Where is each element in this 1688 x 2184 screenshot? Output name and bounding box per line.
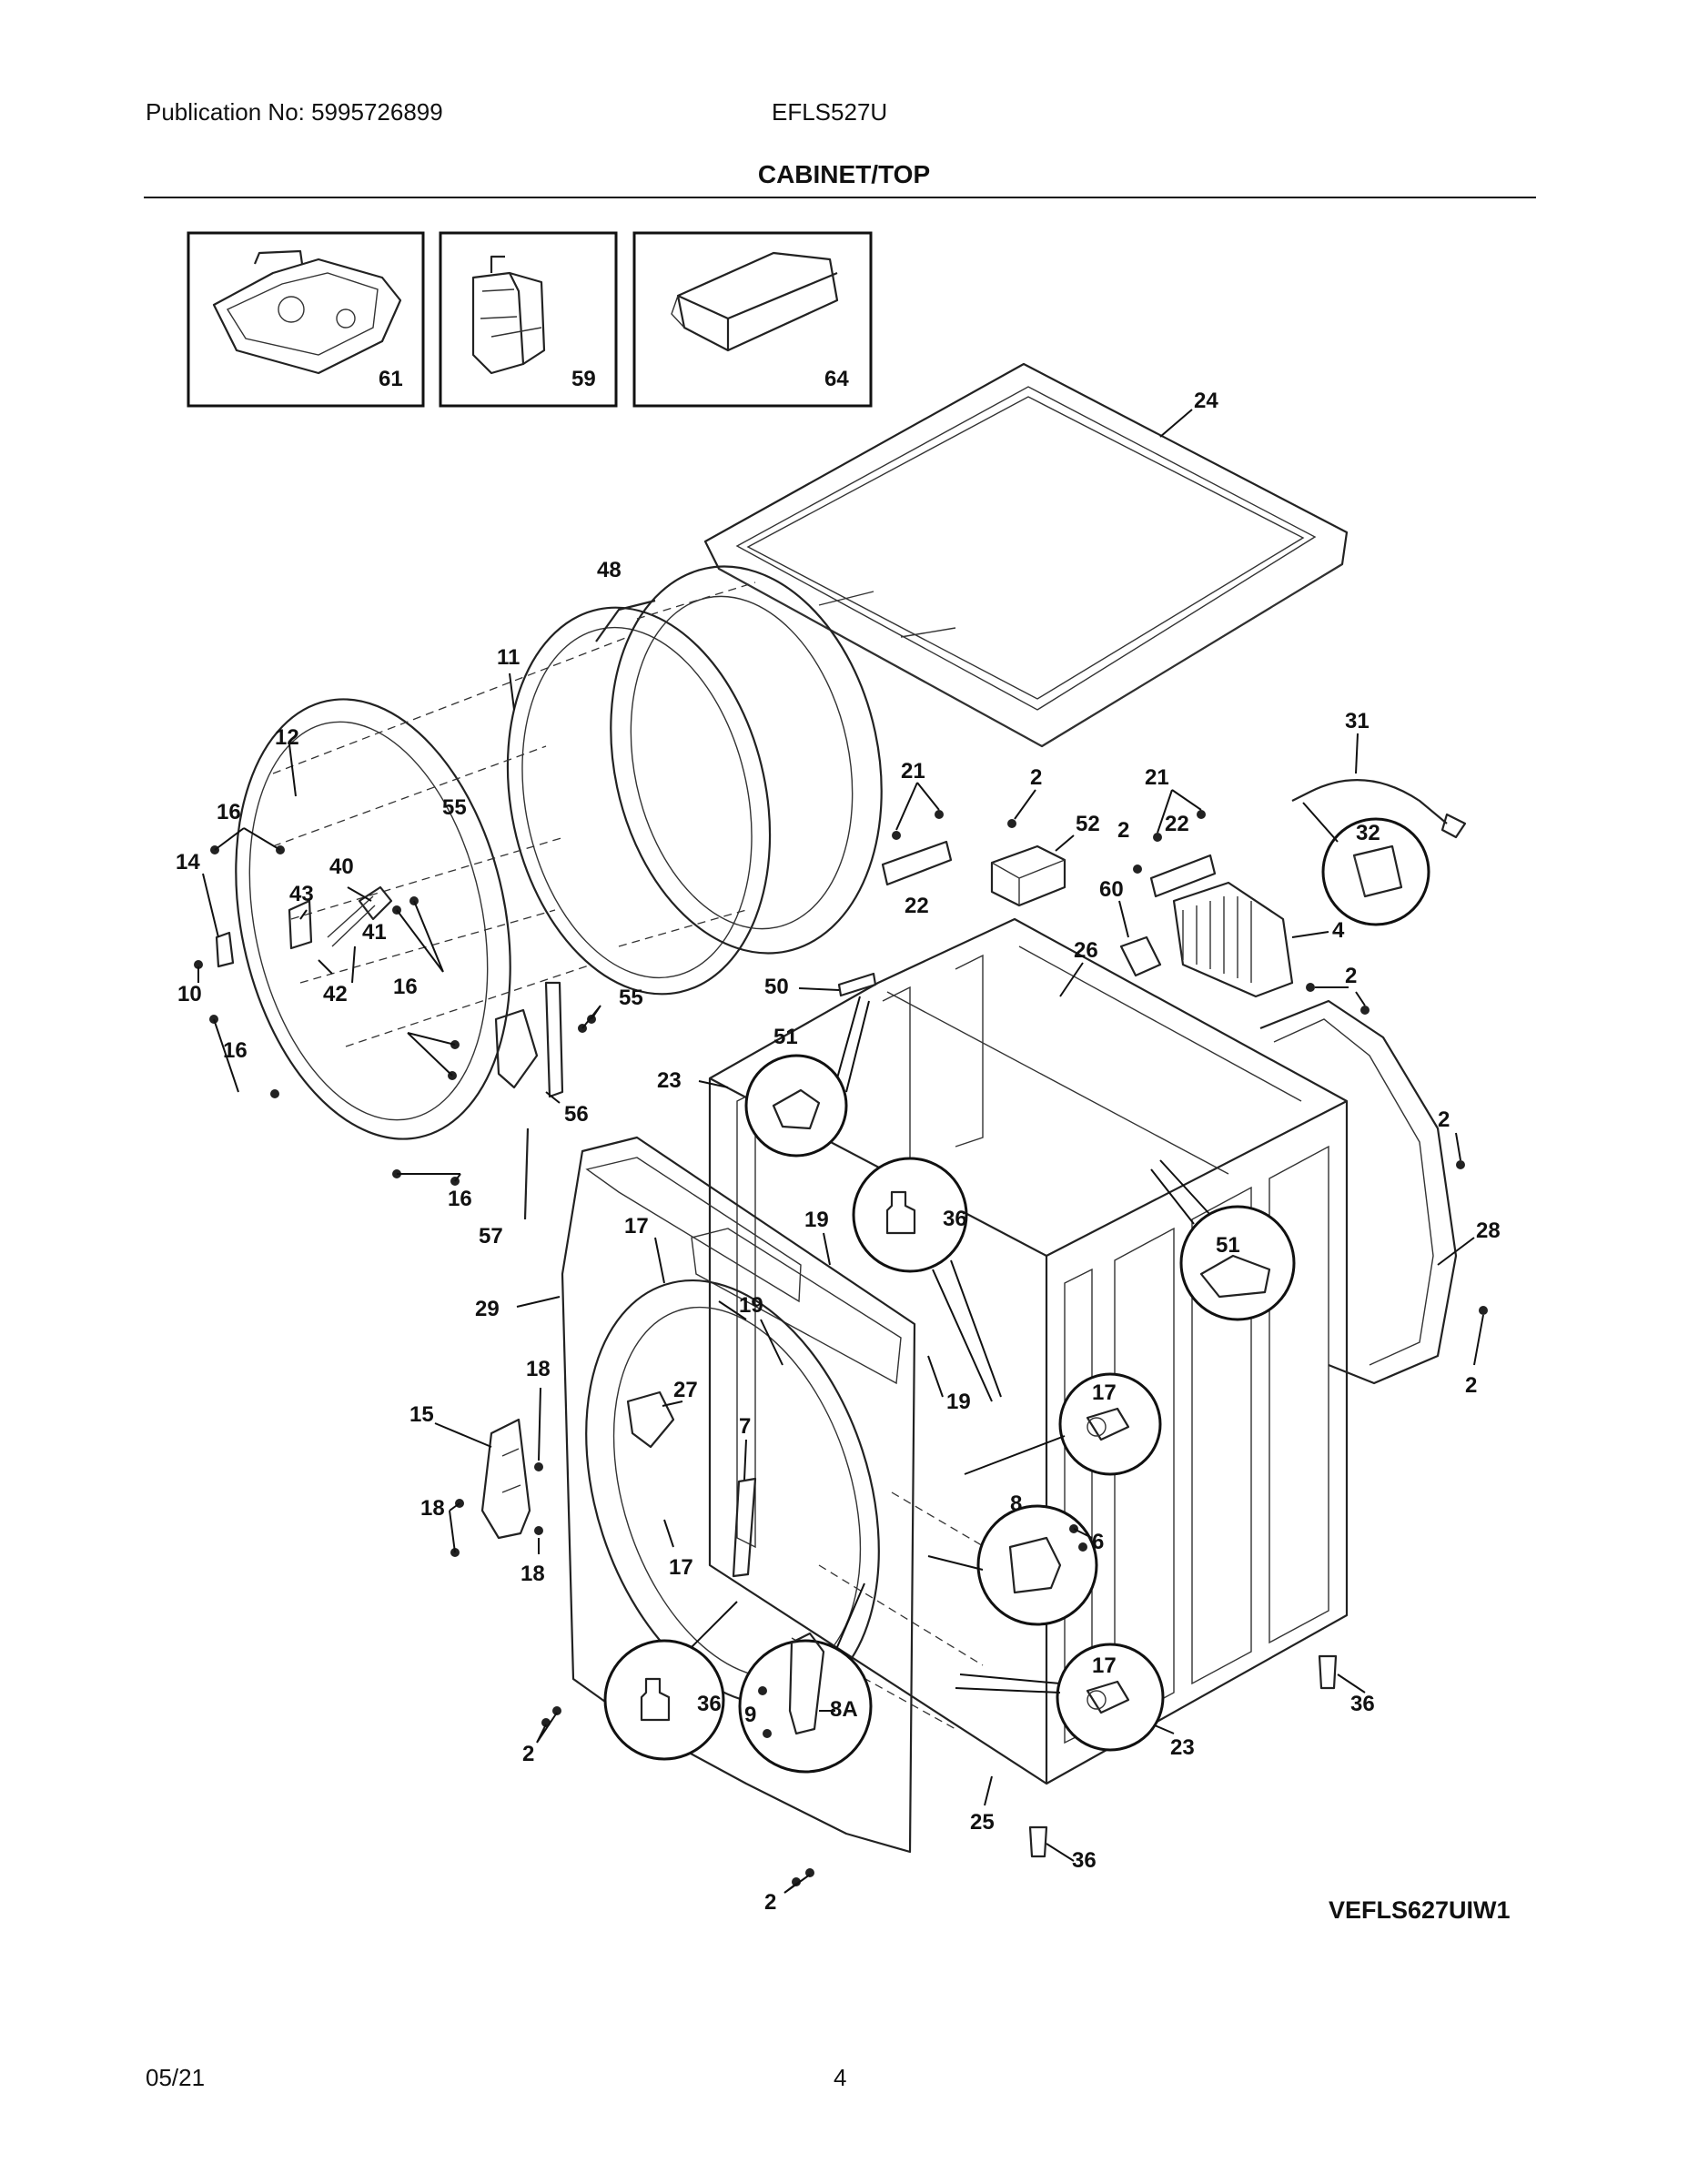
- callout-32: 32: [1356, 821, 1380, 845]
- zoom-9-8A: 9 8A: [738, 1582, 873, 1774]
- callout-7: 7: [739, 1414, 751, 1439]
- inset-label: 59: [571, 367, 596, 391]
- inset-59: 59: [439, 231, 618, 408]
- callout-42: 42: [323, 982, 348, 1006]
- publication-number: Publication No: 5995726899: [146, 98, 443, 126]
- callout-11: 11: [497, 645, 520, 670]
- zoom-8-6: 8 6: [927, 1491, 1104, 1626]
- callout-2: 2: [1465, 1373, 1477, 1398]
- callout-19: 19: [946, 1390, 971, 1414]
- callout-17: 17: [624, 1214, 649, 1239]
- callout-2: 2: [1030, 765, 1042, 790]
- callout-57: 57: [479, 1224, 503, 1249]
- callout-29: 29: [475, 1297, 500, 1321]
- callout-8A: 8A: [830, 1697, 858, 1722]
- callout-36: 36: [1350, 1692, 1375, 1716]
- callout-4: 4: [1332, 918, 1345, 943]
- top-panel: 24: [703, 362, 1349, 748]
- callout-14: 14: [176, 850, 200, 875]
- callout-2: 2: [522, 1742, 534, 1766]
- callout-56: 56: [564, 1102, 589, 1127]
- callout-12: 12: [275, 725, 299, 750]
- callout-16: 16: [217, 800, 241, 824]
- inset-64: 64: [632, 231, 873, 408]
- zoom-17-upper: 17: [964, 1372, 1162, 1476]
- zoom-17-lower: 17: [955, 1643, 1165, 1752]
- callout-36: 36: [943, 1207, 967, 1231]
- callout-27: 27: [673, 1378, 698, 1402]
- callout-17: 17: [1092, 1380, 1117, 1405]
- page-number: 4: [834, 2064, 847, 2091]
- callout-16: 16: [223, 1038, 248, 1063]
- callout-18: 18: [526, 1357, 551, 1381]
- hinge-bracket: 15 18 18 18: [409, 1357, 551, 1586]
- inset-61: 61: [187, 231, 425, 408]
- callout-21: 21: [901, 759, 925, 784]
- callout-55: 55: [442, 795, 467, 820]
- zoom-36-bottom: 36: [603, 1601, 738, 1761]
- callout-23: 23: [657, 1068, 682, 1093]
- callout-22: 22: [1165, 812, 1189, 836]
- callout-43: 43: [289, 882, 314, 906]
- zoom-32: 32: [1302, 802, 1430, 926]
- callout-16: 16: [448, 1187, 472, 1211]
- callout-40: 40: [329, 854, 354, 879]
- callout-18: 18: [521, 1562, 545, 1586]
- door-screws: [194, 845, 596, 1186]
- callout-17: 17: [669, 1555, 693, 1580]
- callout-19: 19: [804, 1208, 829, 1232]
- callout-23: 23: [1170, 1735, 1195, 1760]
- callout-10: 10: [177, 982, 202, 1006]
- zoom-51-left: 51: [744, 996, 870, 1158]
- callout-21: 21: [1145, 765, 1169, 790]
- callout-2: 2: [764, 1890, 776, 1915]
- callout-2: 2: [1438, 1107, 1450, 1132]
- callout-18: 18: [420, 1496, 445, 1521]
- callout-51: 51: [1216, 1233, 1240, 1258]
- rear-panel: 28: [1259, 999, 1501, 1385]
- callout-2: 2: [1117, 818, 1129, 843]
- callout-9: 9: [744, 1703, 756, 1727]
- callout-51: 51: [773, 1025, 798, 1049]
- callout-60: 60: [1099, 877, 1124, 902]
- callout-16: 16: [393, 975, 418, 999]
- callout-22: 22: [905, 894, 929, 918]
- callout-48: 48: [597, 558, 622, 582]
- loose-screws: 2 2 2 2: [522, 1107, 1488, 1915]
- inset-label: 64: [824, 367, 849, 391]
- cabinet: 26 23 23 25 36 36: [657, 917, 1375, 1873]
- inset-label: 61: [379, 367, 403, 391]
- callout-50: 50: [764, 975, 789, 999]
- callout-17: 17: [1092, 1653, 1117, 1678]
- callout-26: 26: [1074, 938, 1098, 963]
- callout-55: 55: [619, 986, 643, 1010]
- footer-date: 05/21: [146, 2064, 206, 2091]
- callout-36: 36: [697, 1692, 722, 1716]
- callout-24: 24: [1194, 389, 1218, 413]
- top-right-components: 21 22 52 2 21 22 2 60 4 31 2: [764, 709, 1467, 1015]
- callout-31: 31: [1345, 709, 1370, 733]
- callout-6: 6: [1092, 1530, 1104, 1554]
- model-number: EFLS527U: [772, 98, 888, 126]
- header-rule: [144, 197, 1536, 198]
- callout-15: 15: [409, 1402, 434, 1427]
- callout-2: 2: [1345, 964, 1357, 988]
- callout-25: 25: [970, 1810, 995, 1835]
- callout-8: 8: [1010, 1491, 1022, 1516]
- section-title: CABINET/TOP: [757, 160, 931, 188]
- callout-52: 52: [1076, 812, 1100, 836]
- callout-36: 36: [1072, 1848, 1097, 1873]
- callout-19: 19: [739, 1293, 763, 1318]
- zoom-36-top: 36: [852, 1157, 1002, 1402]
- diagram-reference: VEFLS627UIW1: [1329, 1896, 1511, 1924]
- zoom-51-right: 51: [1150, 1159, 1296, 1321]
- callout-28: 28: [1476, 1218, 1501, 1243]
- door-assembly: 48 11 12 16 55 14 40 43 10 42 41 16 16 5…: [176, 558, 883, 1249]
- callout-41: 41: [362, 920, 387, 945]
